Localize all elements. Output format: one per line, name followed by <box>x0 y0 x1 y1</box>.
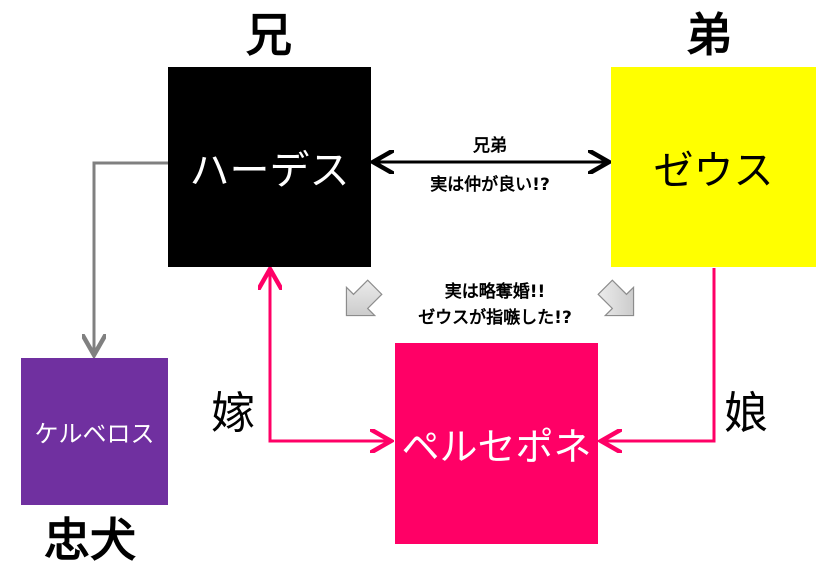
hades-cerberus-arrow <box>94 161 168 352</box>
bride-label: 嫁 <box>211 388 255 439</box>
daughter-label: 娘 <box>724 388 768 439</box>
cerberus-node-label: ケルベロス <box>34 420 155 448</box>
zeus-role-label: 弟 <box>686 8 732 62</box>
hades-node: ハーデス <box>168 67 371 267</box>
marriage-note-line2: ゼウスが指嗾した!? <box>418 308 572 328</box>
persephone-hades-arrow <box>270 272 388 443</box>
left-block-arrow-icon <box>345 279 383 317</box>
zeus-persephone-arrow <box>604 268 716 441</box>
right-block-arrow-icon <box>597 279 635 317</box>
hades-node-label: ハーデス <box>189 148 350 194</box>
hades-role-label: 兄 <box>246 8 292 62</box>
hades-zeus-relation-line1: 兄弟 <box>473 136 507 156</box>
cerberus-role-label: 忠犬 <box>44 513 136 567</box>
marriage-note-line1: 実は略奪婚!! <box>444 282 546 302</box>
zeus-node: ゼウス <box>611 67 816 267</box>
cerberus-node: ケルベロス <box>21 358 168 505</box>
hades-zeus-relation-line2: 実は仲が良い!? <box>430 175 550 195</box>
zeus-node-label: ゼウス <box>653 148 774 194</box>
persephone-node-label: ペルセポネ <box>401 425 592 469</box>
persephone-node: ペルセポネ <box>395 343 598 544</box>
